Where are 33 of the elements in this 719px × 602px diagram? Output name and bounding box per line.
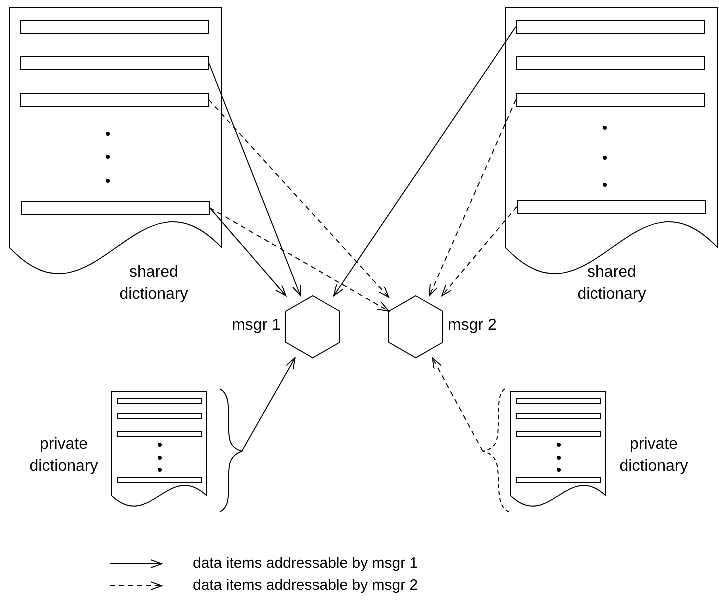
data-slot-bar xyxy=(516,93,705,107)
node-label: private dictionary xyxy=(28,435,100,477)
arrow xyxy=(333,26,516,296)
data-slot-bar xyxy=(516,20,705,34)
data-slot-bar xyxy=(516,398,601,404)
node-label: shared dictionary xyxy=(576,263,648,305)
node-label: msgr 2 xyxy=(448,318,497,334)
data-slot-bar xyxy=(516,477,601,483)
legend-text: data items addressable by msgr 2 xyxy=(193,577,418,595)
data-slot-bar xyxy=(516,431,601,437)
data-slot-bar xyxy=(117,431,202,437)
arrow xyxy=(442,206,518,296)
data-slot-bar xyxy=(516,56,705,70)
data-slot-bar xyxy=(20,20,209,34)
data-slot-bar xyxy=(117,413,202,419)
arrow xyxy=(429,100,516,296)
node-label: msgr 1 xyxy=(232,318,281,334)
arrow xyxy=(210,208,287,296)
arrow xyxy=(432,358,484,452)
arrow xyxy=(242,358,296,452)
arrow xyxy=(208,62,302,296)
node-label: shared dictionary xyxy=(118,263,190,305)
node-label: private dictionary xyxy=(618,435,690,477)
data-slot-bar xyxy=(517,200,706,214)
arrow xyxy=(210,208,390,312)
data-slot-bar xyxy=(117,477,202,483)
data-slot-bar xyxy=(117,398,202,404)
data-slot-bar xyxy=(516,413,601,419)
data-slot-bar xyxy=(20,56,209,70)
legend-text: data items addressable by msgr 1 xyxy=(193,555,418,573)
data-slot-bar xyxy=(20,93,209,107)
arrow xyxy=(208,100,390,298)
data-slot-bar xyxy=(21,201,210,215)
